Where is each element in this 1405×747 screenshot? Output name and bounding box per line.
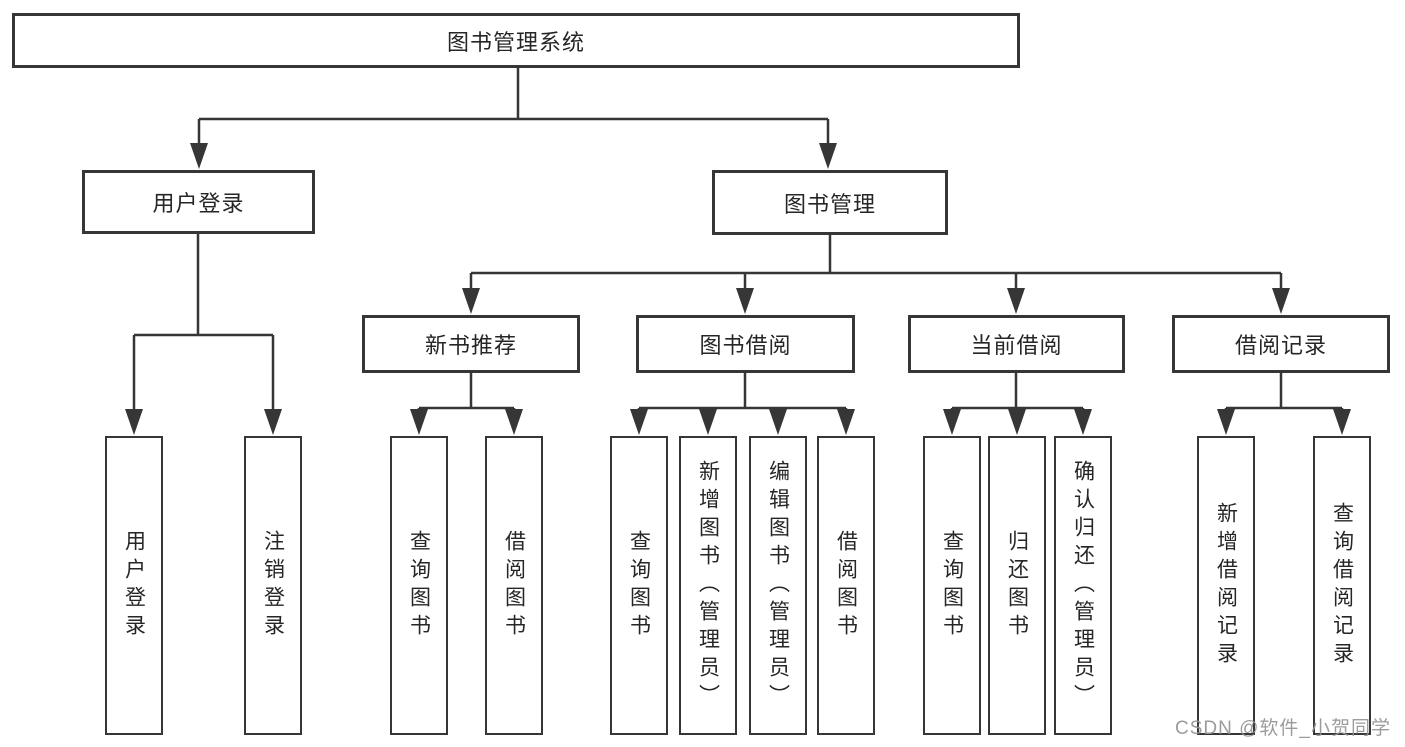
node-user-login: 用户登录: [82, 170, 315, 234]
arrowhead: [819, 143, 837, 169]
leaf-borrow-add-books-admin: 新增图书（管理员）: [679, 436, 737, 735]
arrowhead: [736, 288, 754, 314]
leaf-records-add-borrow-record: 新增借阅记录: [1197, 436, 1255, 735]
arrowhead: [699, 409, 717, 435]
arrowhead: [943, 409, 961, 435]
arrowheads: [125, 143, 1351, 435]
node-new-book-recommendation: 新书推荐: [362, 315, 580, 373]
arrowhead: [1074, 409, 1092, 435]
leaf-borrow-borrow-books: 借阅图书: [817, 436, 875, 735]
arrowhead: [410, 409, 428, 435]
arrowhead: [837, 409, 855, 435]
leaf-rec-query-books: 查询图书: [390, 436, 448, 735]
arrowhead: [190, 143, 208, 169]
connector-new-book-rec-group: [417, 372, 516, 418]
leaf-user-login: 用户登录: [105, 436, 163, 735]
arrowhead: [1272, 288, 1290, 314]
leaf-logout-login: 注销登录: [244, 436, 302, 735]
node-book-management: 图书管理: [712, 170, 948, 235]
arrowhead: [769, 409, 787, 435]
node-borrowing-records: 借阅记录: [1172, 315, 1390, 373]
leaf-borrow-edit-books-admin: 编辑图书（管理员）: [749, 436, 807, 735]
arrowhead: [264, 409, 282, 435]
connector-borrowing-records-group: [1224, 372, 1344, 418]
arrowhead: [462, 288, 480, 314]
leaf-current-confirm-return-admin: 确认归还（管理员）: [1054, 436, 1112, 735]
node-library-management-system: 图书管理系统: [12, 13, 1020, 68]
arrowhead: [505, 409, 523, 435]
arrowhead: [125, 409, 143, 435]
csdn-watermark: CSDN @软件_小贺同学: [1175, 718, 1391, 739]
connector-root-stem: [197, 68, 830, 152]
leaf-records-query-borrow-record: 查询借阅记录: [1313, 436, 1371, 735]
arrowhead: [630, 409, 648, 435]
arrowhead: [1008, 409, 1026, 435]
arrowhead: [1007, 288, 1025, 314]
arrowhead: [1217, 409, 1235, 435]
connector-book-mgmt-group: [469, 234, 1283, 297]
arrowhead: [1333, 409, 1351, 435]
leaf-current-return-books: 归还图书: [988, 436, 1046, 735]
connector-user-login-group: [132, 233, 275, 418]
node-current-borrowing: 当前借阅: [908, 315, 1125, 373]
leaf-current-query-books: 查询图书: [923, 436, 981, 735]
leaf-rec-borrow-books: 借阅图书: [485, 436, 543, 735]
connector-book-borrowing-group: [637, 372, 848, 418]
leaf-borrow-query-books: 查询图书: [610, 436, 668, 735]
node-book-borrowing: 图书借阅: [636, 315, 855, 373]
